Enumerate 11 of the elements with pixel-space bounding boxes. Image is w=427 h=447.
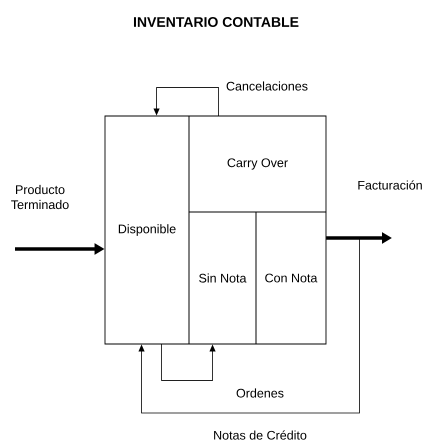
table-cell: Con Nota (256, 212, 326, 344)
edge-label: Notas de Crédito (212, 429, 308, 441)
table-cell: Disponible (104, 116, 190, 344)
edge-label: Producto Terminado (0, 184, 81, 210)
title: INVENTARIO CONTABLE (134, 17, 298, 27)
table-cell: Sin Nota (188, 212, 256, 344)
arrow (138, 238, 360, 414)
edge-label: Cancelaciones (225, 80, 309, 92)
edge-label: Facturación (356, 179, 424, 191)
table-cell: Carry Over (188, 116, 326, 212)
edge-label: Ordenes (235, 387, 285, 399)
